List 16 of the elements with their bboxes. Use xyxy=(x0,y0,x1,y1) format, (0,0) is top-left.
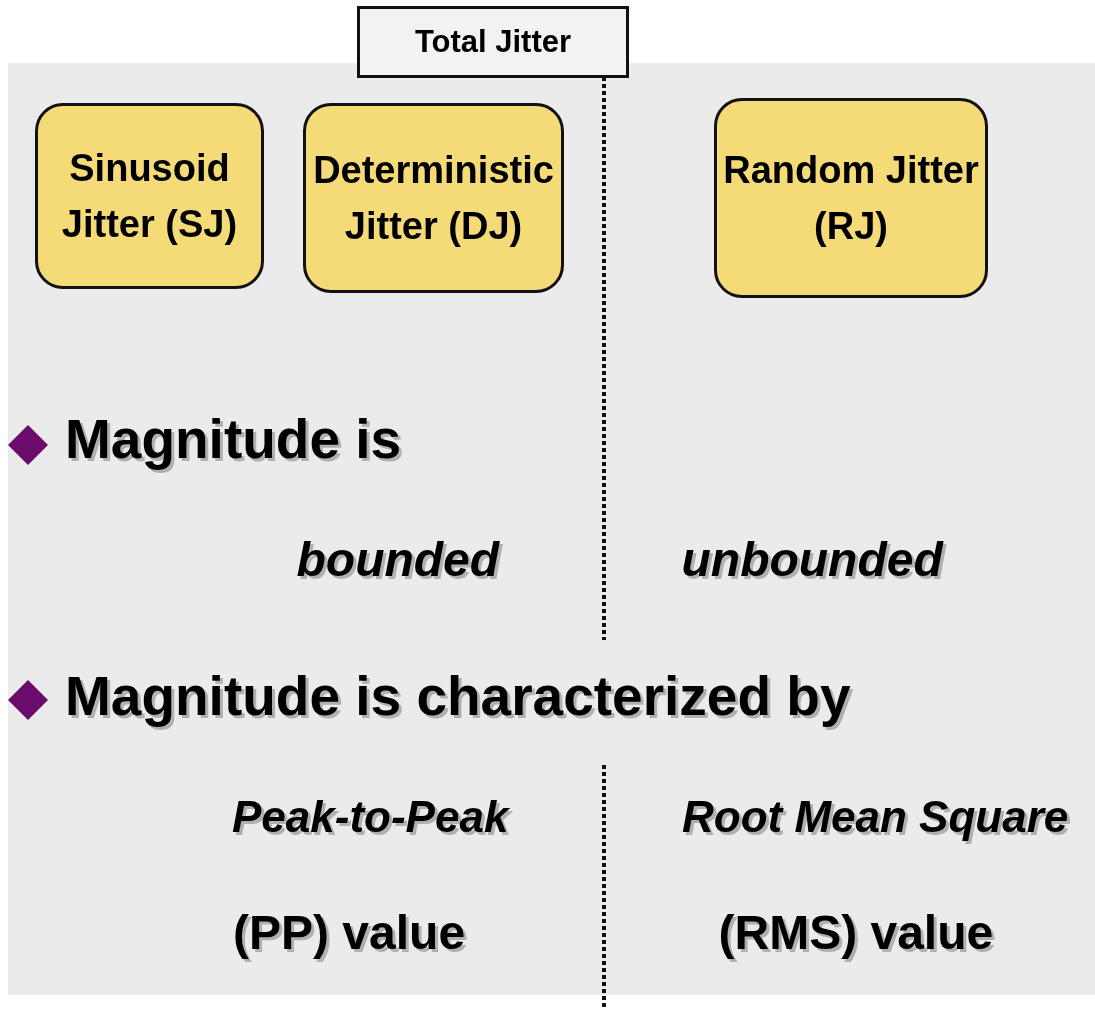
box-label: Total Jitter xyxy=(414,24,572,60)
category-note: Peak-to-Peak xyxy=(232,792,509,843)
category-note: (PP) value xyxy=(233,905,466,961)
box-label: Random Jitter (RJ) xyxy=(722,148,980,249)
box-label: Sinusoid Jitter (SJ) xyxy=(60,146,239,247)
category-box xyxy=(35,103,264,289)
box-label: Deterministic Jitter (DJ) xyxy=(312,148,555,249)
bullet-text: Magnitude is characterized by xyxy=(65,665,851,729)
category-note: bounded xyxy=(296,532,500,588)
category-note: (RMS) value xyxy=(718,905,994,961)
category-note: unbounded xyxy=(681,532,943,588)
category-box xyxy=(714,98,988,298)
category-box xyxy=(303,103,564,293)
bullet-text: Magnitude is xyxy=(65,408,402,472)
category-note: Root Mean Square xyxy=(682,792,1069,843)
title-tab xyxy=(357,6,629,78)
